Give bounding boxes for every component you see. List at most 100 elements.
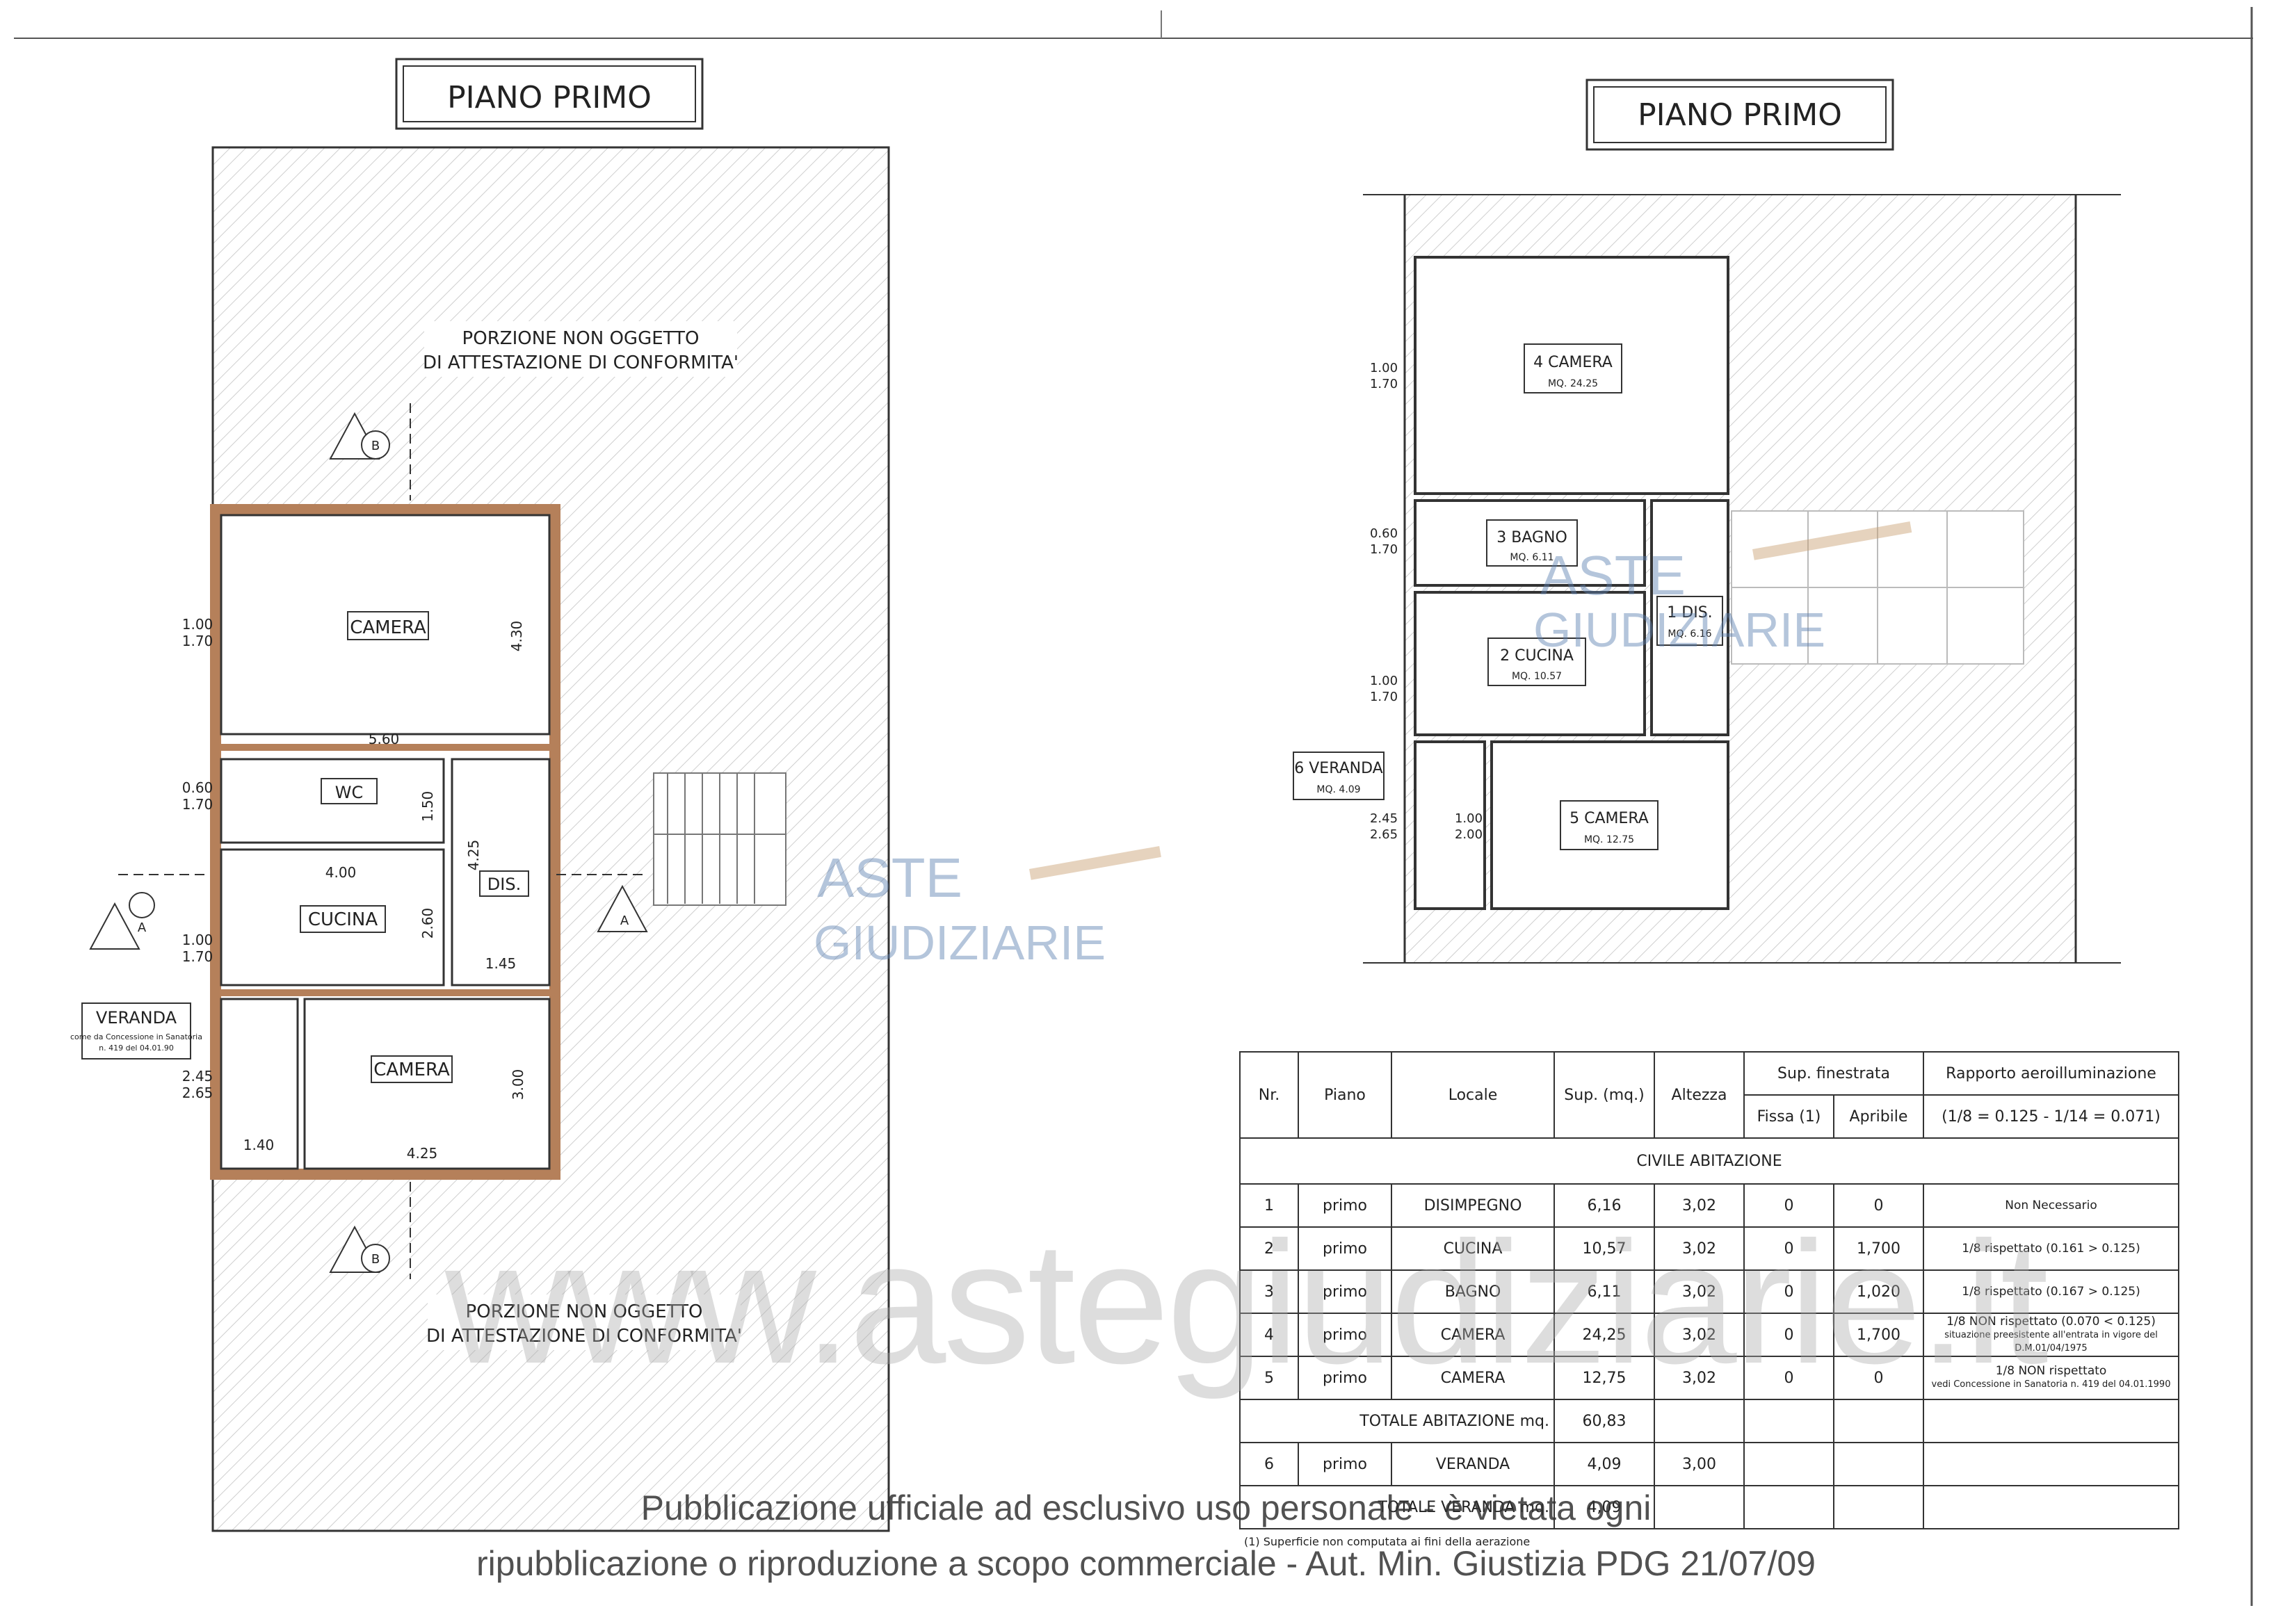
room-dis: DIS. [487,875,521,894]
svg-text:1.00: 1.00 [1370,361,1398,375]
section-marker-b-bottom: B [329,1182,411,1279]
svg-text:1.70: 1.70 [1370,542,1398,557]
svg-text:1.70: 1.70 [1370,377,1398,391]
svg-text:0.60: 0.60 [182,779,213,796]
svg-text:GIUDIZIARIE: GIUDIZIARIE [1533,603,1825,657]
room-wc: WC [335,783,364,802]
svg-text:1.70: 1.70 [182,948,213,965]
th-piano: Piano [1298,1051,1392,1139]
room-6-veranda: 6 VERANDA MQ. 4.09 [1293,752,1385,800]
svg-text:1.70: 1.70 [1370,690,1398,704]
note-top-line1: PORZIONE NON OGGETTO [462,328,700,349]
th-sup: Sup. (mq.) [1553,1051,1655,1139]
room-cucina: CUCINA [308,909,378,930]
svg-text:B: B [371,1252,380,1267]
svg-text:2.65: 2.65 [1370,827,1398,842]
room-3-bagno: 3 BAGNO MQ. 6.11 [1486,519,1578,567]
svg-text:3 BAGNO: 3 BAGNO [1496,529,1567,546]
note-bottom-line2: DI ATTESTAZIONE DI CONFORMITA' [426,1326,742,1347]
svg-text:come da Concessione in Sanator: come da Concessione in Sanatoria [70,1032,202,1041]
right-plan-title: PIANO PRIMO [1638,97,1842,133]
left-plan: PIANO PRIMO PORZIONE NON OGGETTO DI ATTE… [70,58,890,1532]
dim-cucina-height: 2.60 [419,908,436,939]
th-nr: Nr. [1239,1051,1299,1139]
right-plan: PIANO PRIMO 4 CAMERA MQ. 24.25 3 BAGNO M… [1293,79,2121,964]
section-marker-b-top: B [329,403,411,501]
svg-text:1.00: 1.00 [182,932,213,948]
th-sup-fin: Sup. finestrata [1743,1051,1924,1096]
room-4-camera: 4 CAMERA MQ. 24.25 [1524,343,1622,393]
watermark-aste-left: ASTE GIUDIZIARIE [814,846,1161,970]
svg-text:1 DIS.: 1 DIS. [1667,604,1712,622]
dim-camera2-height: 3.00 [510,1069,526,1101]
watermark-aste-right: ASTE GIUDIZIARIE [1533,521,1912,657]
svg-text:6 VERANDA: 6 VERANDA [1294,760,1382,777]
svg-text:B: B [371,439,380,453]
room-veranda: VERANDA [96,1008,177,1028]
svg-text:2.00: 2.00 [1455,827,1483,842]
dim-cucina-width: 4.00 [325,864,357,881]
svg-text:MQ. 6.16: MQ. 6.16 [1668,628,1711,640]
svg-text:GIUDIZIARIE: GIUDIZIARIE [814,916,1106,970]
stairs-left [653,772,786,906]
th-locale: Locale [1391,1051,1555,1139]
room-2-cucina: 2 CUCINA MQ. 10.57 [1487,638,1586,686]
svg-text:A: A [138,920,147,935]
svg-text:MQ. 4.09: MQ. 4.09 [1316,784,1360,795]
dim-dis-width: 1.45 [485,955,517,972]
svg-text:4 CAMERA: 4 CAMERA [1533,354,1613,371]
dim-camera-width: 5.60 [369,731,400,747]
dim-wc-height: 1.50 [419,791,436,822]
left-plan-title: PIANO PRIMO [447,80,652,115]
svg-text:MQ. 6.11: MQ. 6.11 [1510,552,1553,563]
svg-text:2 CUCINA: 2 CUCINA [1500,647,1574,665]
total-veranda-row: TOTALE VERANDA mq. 4,09 [1239,1485,2179,1529]
table-footnote: (1) Superficie non computata ai fini del… [1244,1534,1531,1548]
svg-text:n. 419 del 04.01.90: n. 419 del 04.01.90 [99,1044,174,1053]
svg-text:1.70: 1.70 [182,796,213,813]
svg-text:A: A [620,914,629,928]
notice-line-2: ripubblicazione o riproduzione a scopo c… [476,1544,1816,1583]
svg-text:ASTE: ASTE [1540,544,1686,606]
svg-text:2.45: 2.45 [182,1068,213,1085]
svg-text:1.00: 1.00 [1370,674,1398,688]
section-marker-a-left: A [89,874,209,950]
svg-text:1.00: 1.00 [182,616,213,633]
section-marker-a-right: A [556,874,648,932]
svg-text:MQ. 12.75: MQ. 12.75 [1584,834,1634,845]
room-1-dis: 1 DIS. MQ. 6.16 [1656,596,1723,646]
svg-text:1.70: 1.70 [182,633,213,649]
note-top-line2: DI ATTESTAZIONE DI CONFORMITA' [423,352,739,373]
svg-text:5 CAMERA: 5 CAMERA [1569,810,1649,827]
svg-text:2.65: 2.65 [182,1085,213,1101]
dim-dis-height: 4.25 [465,840,482,871]
room-camera-bottom: CAMERA [373,1059,450,1080]
dim-camera2-width: 4.25 [407,1145,438,1162]
th-rapporto: Rapporto aeroilluminazione [1923,1051,2179,1096]
svg-text:MQ. 24.25: MQ. 24.25 [1548,378,1598,389]
stairs-right [1731,510,2024,665]
th-rapporto-sub: (1/8 = 0.125 - 1/14 = 0.071) [1923,1094,2179,1139]
room-5-camera: 5 CAMERA MQ. 12.75 [1560,800,1659,850]
svg-text:0.60: 0.60 [1370,526,1398,541]
room-camera-top: CAMERA [350,617,426,638]
watermark-url: www.astegiudiziarie.it [445,1205,2049,1399]
section-civile-abitazione: CIVILE ABITAZIONE [1239,1137,2179,1185]
svg-text:ASTE: ASTE [817,847,962,909]
note-bottom-line1: PORZIONE NON OGGETTO [466,1301,703,1322]
th-apribile: Apribile [1833,1094,1924,1139]
dim-veranda-width: 1.40 [243,1137,275,1153]
svg-text:1.00: 1.00 [1455,811,1483,826]
total-abitazione-row: TOTALE ABITAZIONE mq. 60,83 [1239,1399,2179,1443]
th-altezza: Altezza [1654,1051,1745,1139]
rooms-table: Nr. Piano Locale Sup. (mq.) Altezza Sup.… [1239,1051,2179,1553]
dim-camera-height: 4.30 [508,621,525,652]
